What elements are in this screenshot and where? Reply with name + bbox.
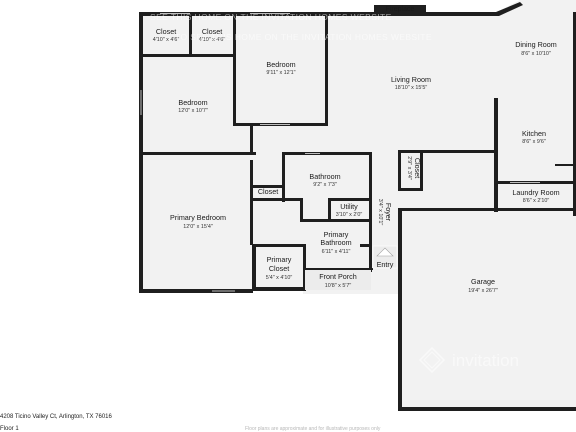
room-labels: Closet 4'10" x 4'6" Closet 4'10" x 4'6" …: [153, 6, 560, 294]
room-label-fireplace: Fireplace: [386, 6, 415, 13]
property-address: 4208 Ticino Valley Ct, Arlington, TX 760…: [0, 414, 112, 420]
room-label-dining-room-name: Dining Room: [515, 40, 557, 49]
room-label-bedroom-1-dims: 12'0" x 10'7": [178, 108, 208, 114]
brand-watermark: invitation: [418, 346, 519, 374]
watermark: SEE THIS HOME ON THE INVITATION HOMES WE…: [150, 12, 432, 42]
room-label-closet-hall-name: Closet: [258, 187, 278, 196]
room-label-bathroom-name: Bathroom: [309, 172, 340, 181]
room-label-primary-bathroom-name-1: Primary: [324, 230, 349, 239]
room-label-utility-name: Utility: [340, 202, 358, 211]
room-label-front-porch-dims: 10'8" x 5'7": [325, 283, 352, 289]
room-label-closet-1-name: Closet: [156, 27, 176, 36]
floor-plan-disclaimer: Floor plans are approximate and for illu…: [245, 426, 381, 432]
room-label-bedroom-1-name: Bedroom: [178, 98, 207, 107]
room-label-primary-bathroom-dims: 6'11" x 4'11": [322, 249, 351, 255]
front-porch-floor: [305, 245, 398, 290]
entry-arrow-icon: [376, 247, 394, 257]
room-label-front-porch-name: Front Porch: [319, 272, 357, 281]
room-label-primary-closet-dims: 5'4" x 4'10": [266, 275, 293, 281]
room-label-primary-bathroom-name-2: Bathroom: [320, 238, 351, 247]
room-label-primary-closet-name-1: Primary: [267, 255, 292, 264]
room-label-foyer-dims: 3'4" x 10'1": [377, 199, 383, 226]
floor-fills: [140, 0, 576, 410]
watermark-line-1: SEE THIS HOME ON THE INVITATION HOMES WE…: [150, 12, 392, 22]
room-label-entry-name: Entry: [377, 260, 394, 269]
room-label-kitchen-name: Kitchen: [522, 129, 546, 138]
room-label-laundry-room-name: Laundry Room: [512, 188, 559, 197]
brand-logo-icon: [418, 346, 446, 374]
room-label-bedroom-2-dims: 9'11" x 12'1": [266, 70, 295, 76]
room-label-closet-foyer-name: Closet: [413, 158, 422, 178]
room-label-primary-bedroom-dims: 12'0" x 15'4": [183, 224, 213, 230]
room-label-closet-1-dims: 4'10" x 4'6": [153, 37, 180, 43]
room-label-garage-name: Garage: [471, 277, 495, 286]
room-label-closet-2-dims: 4'10" x 4'6": [199, 37, 226, 43]
room-label-primary-bedroom-name: Primary Bedroom: [170, 213, 226, 222]
room-label-bedroom-2-name: Bedroom: [266, 60, 295, 69]
room-label-closet-2-name: Closet: [202, 27, 222, 36]
room-label-laundry-room-dims: 8'6" x 2'10": [523, 198, 550, 204]
room-label-dining-room-dims: 8'6" x 10'10": [521, 51, 551, 57]
room-label-closet-foyer-dims: 2'9" x 3'4": [406, 156, 412, 180]
room-label-garage-dims: 19'4" x 26'7": [468, 288, 498, 294]
room-label-bathroom-dims: 9'2" x 7'3": [313, 182, 337, 188]
room-label-kitchen-dims: 8'6" x 9'6": [522, 139, 546, 145]
watermark-line-2: TO SEE THIS HOME ON THE INVITATION HOMES…: [175, 32, 432, 42]
room-label-utility-dims: 3'10" x 2'0": [336, 212, 363, 218]
room-label-living-room-name: Living Room: [391, 75, 431, 84]
floor-label: Floor 1: [0, 426, 19, 432]
room-label-living-room-dims: 18'10" x 15'5": [395, 85, 428, 91]
room-label-primary-closet-name-2: Closet: [269, 264, 289, 273]
brand-watermark-text: invitation: [452, 351, 519, 370]
window-openings: [140, 13, 540, 292]
room-label-foyer-name: Foyer: [384, 203, 393, 222]
